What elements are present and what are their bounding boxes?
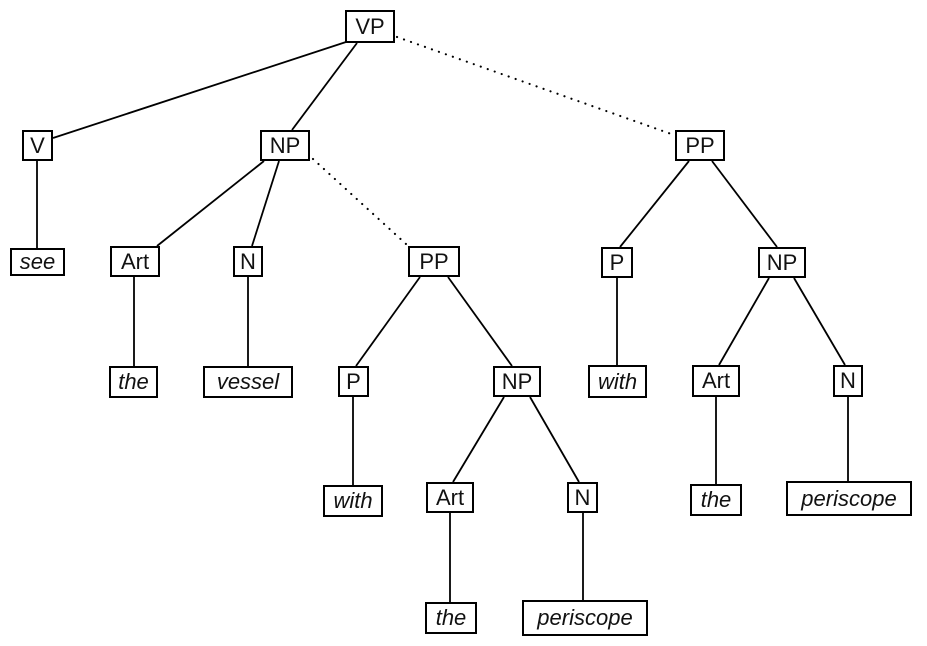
node-v: V [22, 130, 53, 161]
edge-np-art-right [718, 277, 770, 366]
node-p-mid: P [338, 366, 369, 397]
node-n-left: N [233, 246, 263, 277]
edge-np-n-left [251, 160, 280, 247]
edge-np-art-mid [452, 396, 505, 483]
node-with-right: with [588, 365, 647, 398]
node-see: see [10, 248, 65, 276]
node-the-left: the [109, 366, 158, 398]
node-vessel: vessel [203, 366, 293, 398]
node-np-mid: NP [493, 366, 541, 397]
node-periscope-right: periscope [786, 481, 912, 516]
node-art-mid: Art [426, 482, 474, 513]
node-vp: VP [345, 10, 395, 43]
node-periscope-mid: periscope [522, 600, 648, 636]
edge-np-n-mid [529, 396, 580, 483]
node-art-left: Art [110, 246, 160, 277]
edge-pp-p-right [619, 160, 690, 248]
edge-vp-pp-dotted [395, 35, 676, 137]
node-art-right: Art [692, 365, 740, 397]
node-p-right: P [601, 247, 633, 278]
node-pp-mid: PP [408, 246, 460, 277]
node-the-right: the [690, 484, 742, 516]
edge-vp-np [291, 42, 358, 131]
node-np-object: NP [260, 130, 310, 161]
edge-vp-v [52, 41, 347, 139]
edge-np-pp-dotted [311, 157, 408, 246]
edge-pp-p-mid [355, 276, 421, 367]
edge-pp-np-mid [447, 276, 513, 367]
edge-np-n-right [793, 277, 846, 366]
node-np-right: NP [758, 247, 806, 278]
edge-np-art-left [156, 160, 265, 247]
node-n-right: N [833, 365, 863, 397]
node-n-mid: N [567, 482, 598, 513]
edge-pp-np-right [711, 160, 778, 248]
node-with-mid: with [323, 485, 383, 517]
node-pp-right: PP [675, 130, 725, 161]
node-the-mid: the [425, 602, 477, 634]
